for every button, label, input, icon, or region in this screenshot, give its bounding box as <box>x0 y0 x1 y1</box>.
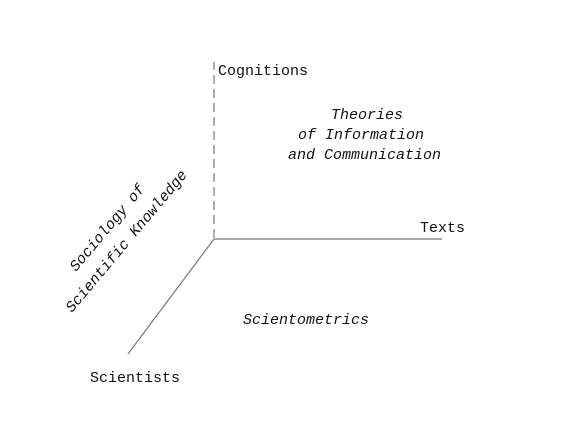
texts-axis-label: Texts <box>420 220 465 237</box>
information-field-line-2: of Information <box>298 127 424 144</box>
scientometrics-field-label: Scientometrics <box>243 312 369 329</box>
scientists-axis-label: Scientists <box>90 370 180 387</box>
information-field-line-3: and Communication <box>288 147 441 164</box>
information-communication-field-label: Theories of Information and Communicatio… <box>288 107 441 164</box>
cognitions-axis-label: Cognitions <box>218 63 308 80</box>
scientists-axis <box>127 238 215 355</box>
information-field-line-1: Theories <box>331 107 403 124</box>
